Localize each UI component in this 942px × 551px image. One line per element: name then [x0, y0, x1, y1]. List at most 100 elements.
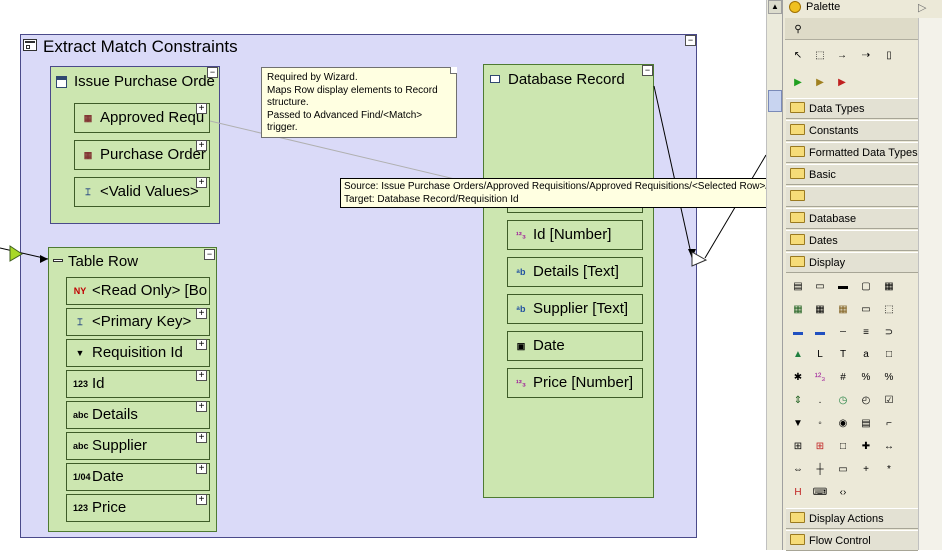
issue-row[interactable]: ▦Purchase Order	[74, 140, 210, 170]
connector-widget-icon[interactable]: ⌐	[886, 418, 892, 429]
expand-button[interactable]: +	[196, 308, 207, 319]
abc-widget-icon[interactable]: a	[863, 349, 869, 360]
asterisk-box-widget-icon[interactable]: *	[887, 464, 891, 475]
grid-widget-icon[interactable]: ▦	[884, 281, 894, 292]
expand-button[interactable]: +	[196, 177, 207, 188]
keyboard-widget-icon[interactable]: ⌨	[812, 487, 828, 498]
expand-button[interactable]: +	[196, 401, 207, 412]
step-icon[interactable]: ▶	[816, 77, 824, 88]
drawer-display-actions[interactable]: Display Actions	[786, 508, 918, 529]
note-box[interactable]: Required by Wizard. Maps Row display ele…	[261, 67, 457, 138]
list-widget-icon[interactable]: ≡	[863, 327, 869, 338]
expand-button[interactable]: +	[196, 339, 207, 350]
percent-widget-icon[interactable]: %	[861, 372, 871, 383]
expand-button[interactable]: +	[196, 432, 207, 443]
table-row-item[interactable]: NY<Read Only> [Bo	[66, 277, 210, 305]
button-alt-widget-icon[interactable]: ▬	[815, 327, 825, 338]
expand-button[interactable]: +	[196, 463, 207, 474]
drawer-display[interactable]: Display	[786, 252, 918, 273]
window-widget-icon[interactable]: ▭	[815, 281, 825, 292]
star-field-widget-icon[interactable]: ✱	[793, 372, 803, 383]
drawer-dates[interactable]: Dates	[786, 230, 918, 251]
frame-widget-icon[interactable]: ▬	[838, 281, 848, 292]
collapse-button[interactable]: −	[685, 35, 696, 46]
radio-widget-icon[interactable]: ◉	[838, 418, 848, 429]
table-row-item[interactable]: ⌶<Primary Key>	[66, 308, 210, 336]
scroll-thumb[interactable]	[768, 90, 782, 112]
tree-widget-icon[interactable]: ⊞	[793, 441, 803, 452]
splitter-widget-icon[interactable]: ⇔	[793, 464, 803, 475]
select-tool-icon[interactable]: ↖	[793, 50, 803, 61]
decimal-widget-icon[interactable]: .	[818, 395, 822, 406]
drawer-hidden[interactable]	[786, 186, 918, 207]
expand-button[interactable]: +	[196, 140, 207, 151]
table-alt-widget-icon[interactable]: ▦	[815, 304, 825, 315]
issue-row[interactable]: ▦Approved Requ	[74, 103, 210, 133]
light-panel-widget-icon[interactable]: ▭	[838, 464, 848, 475]
calendar-widget-icon[interactable]: ▤	[793, 281, 803, 292]
issue-row[interactable]: ⌶<Valid Values>	[74, 177, 210, 207]
connection-tool-icon[interactable]: →	[837, 50, 847, 61]
note-tool-icon[interactable]: ▯	[886, 50, 892, 61]
percent-field-widget-icon[interactable]: %	[884, 372, 894, 383]
box-widget-icon[interactable]: □	[885, 349, 893, 360]
document-widget-icon[interactable]: ▤	[861, 418, 871, 429]
collapse-button[interactable]: −	[204, 249, 215, 260]
dotted-connection-tool-icon[interactable]: ⇢	[861, 50, 871, 61]
drawer-formatted-data-types[interactable]: Formatted Data Types	[786, 142, 918, 163]
resize-widget-icon[interactable]: ↔	[884, 441, 894, 452]
html-widget-icon[interactable]: H	[794, 487, 802, 498]
plus-box-widget-icon[interactable]: +	[863, 464, 869, 475]
button-widget-icon[interactable]: ▬	[793, 327, 803, 338]
table-row-item[interactable]: 1/04Date	[66, 463, 210, 491]
stop-icon[interactable]: ▶	[838, 77, 846, 88]
image-widget-icon[interactable]: ▲	[793, 349, 803, 360]
code-widget-icon[interactable]: ‹›	[839, 487, 847, 498]
dropdown-widget-icon[interactable]: ▼	[793, 418, 803, 429]
number-field-widget-icon[interactable]: #	[840, 372, 846, 383]
marquee-tool-icon[interactable]: ⬚	[815, 50, 825, 61]
drawer-database[interactable]: Database	[786, 208, 918, 229]
separator-widget-icon[interactable]: ┄	[839, 327, 847, 338]
db-row[interactable]: ▣Date	[507, 331, 643, 361]
scroll-up-arrow-icon[interactable]: ▲	[768, 0, 782, 14]
image-table-widget-icon[interactable]: ▦	[838, 304, 848, 315]
number-widget-icon[interactable]: ¹²₃	[814, 372, 826, 383]
text-widget-icon[interactable]: T	[839, 349, 847, 360]
drawer-constants[interactable]: Constants	[786, 120, 918, 141]
drawer-flow-control[interactable]: Flow Control	[786, 530, 918, 551]
expand-button[interactable]: +	[196, 370, 207, 381]
collapse-button[interactable]: −	[207, 67, 218, 78]
tree-alt-widget-icon[interactable]: ⊞	[815, 441, 825, 452]
expand-button[interactable]: +	[196, 103, 207, 114]
spinner-widget-icon[interactable]: ⇕	[793, 395, 803, 406]
label-widget-icon[interactable]: L	[817, 349, 823, 360]
radio-group-widget-icon[interactable]: ◦	[818, 418, 822, 429]
frame-box-widget-icon[interactable]: □	[839, 441, 847, 452]
palette-scrollbar[interactable]	[918, 18, 942, 550]
clock-widget-icon[interactable]: ◷	[838, 395, 848, 406]
cross-splitter-widget-icon[interactable]: ┼	[816, 464, 824, 475]
expand-button[interactable]: +	[196, 494, 207, 505]
panel-widget-icon[interactable]: ▢	[861, 281, 871, 292]
drawer-basic[interactable]: Basic	[786, 164, 918, 185]
row-widget-icon[interactable]: ▭	[861, 304, 871, 315]
link-widget-icon[interactable]: ⊃	[884, 327, 894, 338]
dotted-box-widget-icon[interactable]: ⬚	[884, 304, 894, 315]
drawer-data-types[interactable]: Data Types	[786, 98, 918, 119]
table-row-item[interactable]: ▼Requisition Id	[66, 339, 210, 367]
checkbox-widget-icon[interactable]: ☑	[884, 395, 894, 406]
pin-icon[interactable]: ⚲	[794, 24, 802, 35]
collapse-button[interactable]: −	[642, 65, 653, 76]
cross-widget-icon[interactable]: ✚	[861, 441, 871, 452]
timer-widget-icon[interactable]: ◴	[861, 395, 871, 406]
table-widget-icon[interactable]: ▦	[793, 304, 803, 315]
vertical-scrollbar[interactable]: ▲	[766, 0, 782, 550]
palette-expand-arrow-icon[interactable]: ▷	[918, 2, 927, 14]
